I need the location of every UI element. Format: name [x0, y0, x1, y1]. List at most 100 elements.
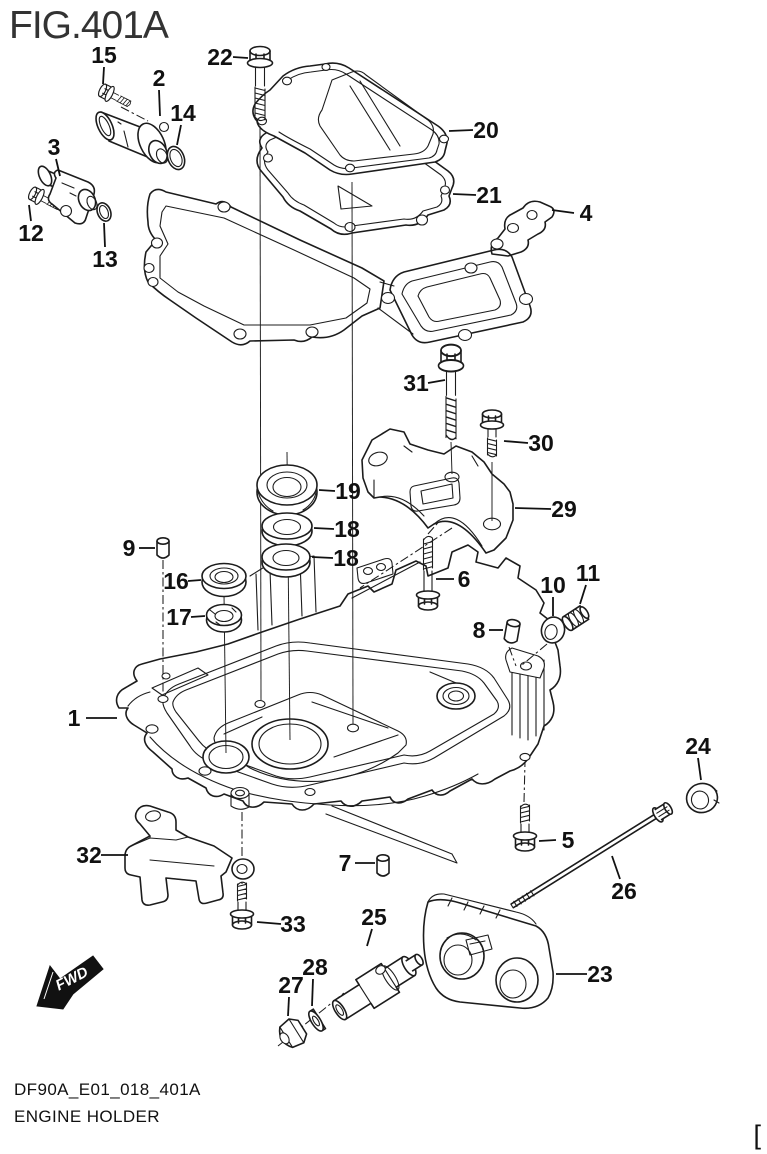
part-bolt-30 — [479, 409, 505, 458]
part-bracket-32 — [124, 804, 255, 906]
callout-1: 1 — [68, 705, 117, 731]
svg-text:28: 28 — [302, 954, 328, 980]
part-bushing-25 — [331, 953, 424, 1021]
callout-26: 26 — [611, 855, 637, 904]
part-pin-9 — [156, 536, 170, 559]
part-plug-11 — [561, 605, 590, 632]
corner-mark: [ — [753, 1120, 761, 1150]
svg-text:18: 18 — [334, 516, 360, 542]
svg-text:21: 21 — [476, 182, 502, 208]
part-seal-17 — [205, 603, 243, 633]
svg-text:17: 17 — [166, 604, 192, 630]
drawing-title: ENGINE HOLDER — [14, 1107, 160, 1126]
svg-text:19: 19 — [335, 478, 361, 504]
callout-22: 22 — [207, 44, 249, 70]
callout-7: 7 — [339, 850, 375, 876]
drawing-footer: DF90A_E01_018_401A ENGINE HOLDER — [14, 1080, 201, 1127]
part-nut-27 — [278, 1018, 308, 1049]
callout-29: 29 — [514, 496, 577, 522]
figure-title: FIG.401A — [9, 4, 169, 47]
part-sensor-3 — [37, 165, 98, 225]
part-o-ring-13 — [96, 202, 112, 222]
svg-text:12: 12 — [18, 220, 44, 246]
part-gasket-4 — [143, 188, 555, 346]
svg-text:4: 4 — [580, 200, 593, 226]
svg-text:22: 22 — [207, 44, 233, 70]
bolt-31-axis — [450, 441, 453, 475]
svg-text:16: 16 — [163, 568, 189, 594]
callout-24: 24 — [685, 733, 711, 781]
part-bearing-19 — [256, 464, 318, 516]
callout-25: 25 — [361, 904, 387, 947]
callout-18: 18 — [311, 545, 359, 571]
callout-17: 17 — [166, 604, 206, 630]
part-engine-holder-1 — [115, 544, 562, 864]
svg-text:15: 15 — [91, 42, 117, 68]
callout-11: 11 — [576, 560, 601, 605]
svg-text:24: 24 — [685, 733, 711, 759]
part-bearing-16 — [201, 562, 247, 598]
svg-text:10: 10 — [540, 572, 566, 598]
svg-text:33: 33 — [280, 911, 306, 937]
svg-text:7: 7 — [339, 850, 352, 876]
callout-21: 21 — [452, 182, 502, 208]
callout-18: 18 — [313, 516, 360, 542]
callout-16: 16 — [163, 568, 202, 594]
callout-12: 12 — [18, 204, 44, 246]
part-washer-28 — [308, 1008, 327, 1032]
callout-28: 28 — [302, 954, 328, 1007]
svg-text:29: 29 — [551, 496, 577, 522]
part-seal-18a — [261, 512, 313, 547]
part-mount-bracket-29 — [361, 428, 514, 554]
svg-text:5: 5 — [562, 827, 575, 853]
part-bolt-15 — [95, 81, 135, 113]
svg-text:27: 27 — [278, 972, 304, 998]
callout-3: 3 — [48, 134, 61, 177]
drawing-code: DF90A_E01_018_401A — [14, 1080, 201, 1099]
part-bolt-33 — [229, 881, 255, 930]
part-bolt-31 — [437, 343, 465, 441]
svg-text:9: 9 — [123, 535, 136, 561]
svg-text:2: 2 — [153, 65, 166, 91]
svg-text:31: 31 — [403, 370, 429, 396]
svg-text:13: 13 — [92, 246, 118, 272]
svg-text:20: 20 — [473, 117, 499, 143]
svg-text:11: 11 — [576, 560, 601, 586]
callout-23: 23 — [556, 961, 613, 987]
callout-9: 9 — [123, 535, 155, 561]
part-cap-24 — [685, 782, 720, 814]
callout-15: 15 — [91, 42, 117, 85]
svg-text:18: 18 — [333, 545, 359, 571]
callout-13: 13 — [92, 222, 118, 272]
part-bolt-26 — [510, 801, 674, 909]
callout-33: 33 — [256, 911, 306, 937]
callout-4: 4 — [551, 200, 593, 226]
callout-30: 30 — [503, 430, 554, 456]
part-o-ring-14 — [166, 145, 186, 171]
svg-text:8: 8 — [473, 617, 486, 643]
svg-text:3: 3 — [48, 134, 61, 160]
callout-8: 8 — [473, 617, 503, 643]
callout-10: 10 — [540, 572, 566, 616]
callout-5: 5 — [538, 827, 575, 853]
svg-text:14: 14 — [170, 100, 196, 126]
callout-20: 20 — [448, 117, 499, 143]
part-washer-10 — [540, 616, 566, 644]
part-seal-18b — [261, 543, 311, 578]
callout-19: 19 — [318, 478, 361, 504]
part-pin-8 — [503, 618, 521, 644]
part-pin-7 — [376, 853, 390, 877]
svg-text:25: 25 — [361, 904, 387, 930]
svg-text:32: 32 — [76, 842, 102, 868]
part-cover-20 — [252, 62, 450, 210]
fwd-direction-marker: FWD — [36, 955, 104, 1010]
part-sensor-2 — [95, 111, 170, 165]
svg-text:30: 30 — [528, 430, 554, 456]
svg-text:26: 26 — [611, 878, 637, 904]
callout-31: 31 — [403, 370, 446, 396]
callout-14: 14 — [170, 100, 196, 146]
callout-2: 2 — [153, 65, 166, 117]
